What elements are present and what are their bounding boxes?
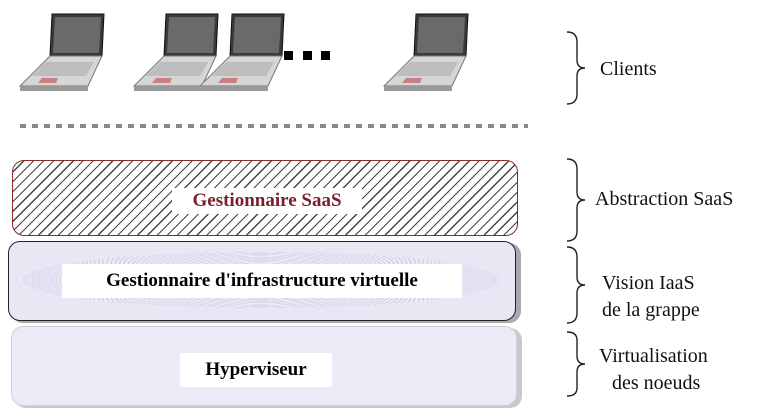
brace-icon xyxy=(566,246,586,324)
brace-icon xyxy=(566,158,586,242)
laptop-icon xyxy=(132,13,219,91)
laptop-icon xyxy=(18,13,105,91)
laptop-icon xyxy=(198,13,285,91)
hypervisor-label: Hyperviseur xyxy=(180,353,332,387)
vision-iaas-label-line1: Vision IaaS xyxy=(602,272,695,294)
virtual-infra-manager-label: Gestionnaire d'infrastructure virtuelle xyxy=(62,264,462,298)
clients-label: Clients xyxy=(600,58,657,80)
virtualisation-label-line2: des noeuds xyxy=(612,372,701,394)
vision-iaas-label-line2: de la grappe xyxy=(602,299,700,321)
brace-icon xyxy=(566,31,586,105)
saas-manager-label: Gestionnaire SaaS xyxy=(172,188,362,214)
virtualisation-label-line1: Virtualisation xyxy=(599,345,708,367)
brace-icon xyxy=(566,331,586,397)
more-clients-ellipsis xyxy=(284,47,330,63)
separator-dashed-line xyxy=(20,124,528,128)
laptop-icon xyxy=(382,13,469,91)
abstraction-saas-label: Abstraction SaaS xyxy=(595,188,734,210)
